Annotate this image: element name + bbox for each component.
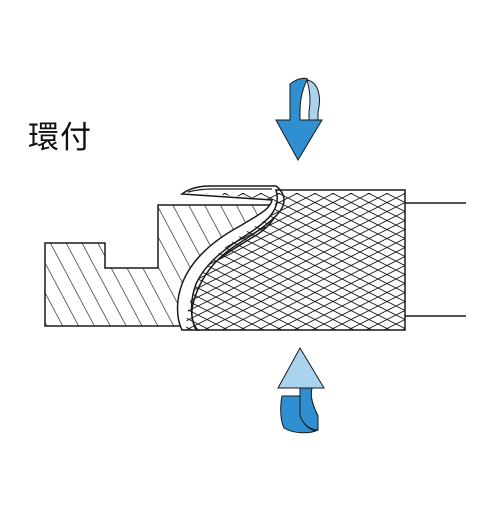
curved-down-arrow-icon: [275, 77, 323, 162]
diagram-title: 環付: [28, 120, 92, 156]
wire: [405, 202, 466, 317]
curved-up-arrow-icon: [277, 346, 325, 434]
